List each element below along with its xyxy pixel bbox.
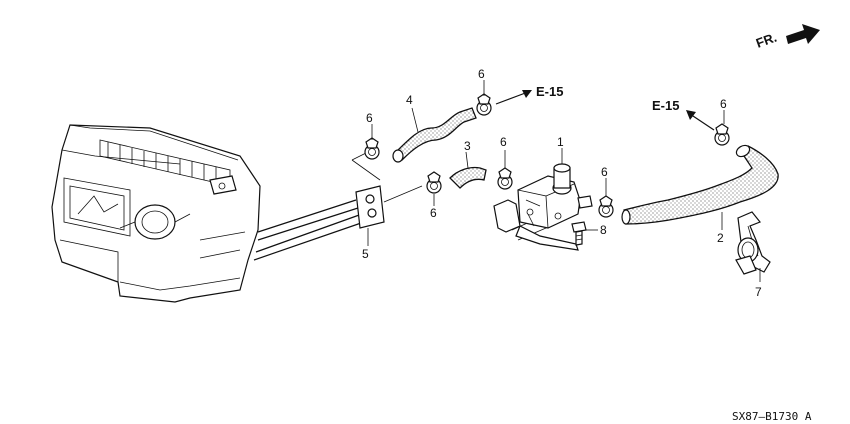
clamp-6-mid: [497, 167, 513, 190]
reference-e15-left: E-15: [536, 84, 563, 99]
grommet-part-5: [355, 185, 385, 229]
clamp-6-valve: [598, 195, 614, 218]
hose-clip-part-7: [735, 211, 771, 275]
hose-part-2: [621, 144, 779, 225]
callout-2: 2: [717, 231, 724, 245]
hose-part-4: [392, 107, 477, 163]
clamp-6-right: [714, 123, 730, 146]
front-arrow-icon: [786, 24, 820, 44]
water-valve-part-1: [493, 163, 593, 251]
clamp-6-left: [364, 137, 380, 160]
fr-label: FR.: [754, 30, 779, 51]
leader-4: [411, 107, 419, 133]
clamp-6-top: [476, 93, 492, 116]
callout-6-left: 6: [366, 111, 373, 125]
heater-unit: [51, 124, 261, 303]
e15-arrow-right: [689, 113, 715, 131]
hose-part-3: [449, 166, 487, 189]
e15-arrow-left: [495, 91, 529, 105]
callout-6-top: 6: [478, 67, 485, 81]
heater-pipes: [253, 199, 365, 261]
bolt-part-8: [571, 221, 587, 246]
front-direction-marker: FR.: [754, 24, 820, 51]
leader-3: [465, 151, 469, 169]
callout-3: 3: [464, 139, 471, 153]
callout-6-right: 6: [720, 97, 727, 111]
callout-7: 7: [755, 285, 762, 299]
callout-6-valve: 6: [601, 165, 608, 179]
diagram-code: SX87–B1730 A: [732, 410, 812, 423]
reference-e15-right: E-15: [652, 98, 679, 113]
callout-5: 5: [362, 247, 369, 261]
callout-4: 4: [406, 93, 413, 107]
callout-8: 8: [600, 223, 607, 237]
e15-arrowhead-right: [686, 110, 696, 120]
clamp-6-lower: [426, 171, 442, 194]
callout-6-mid: 6: [500, 135, 507, 149]
e15-arrowhead-left: [522, 90, 532, 98]
callout-1: 1: [557, 135, 564, 149]
callout-6-lower: 6: [430, 206, 437, 220]
